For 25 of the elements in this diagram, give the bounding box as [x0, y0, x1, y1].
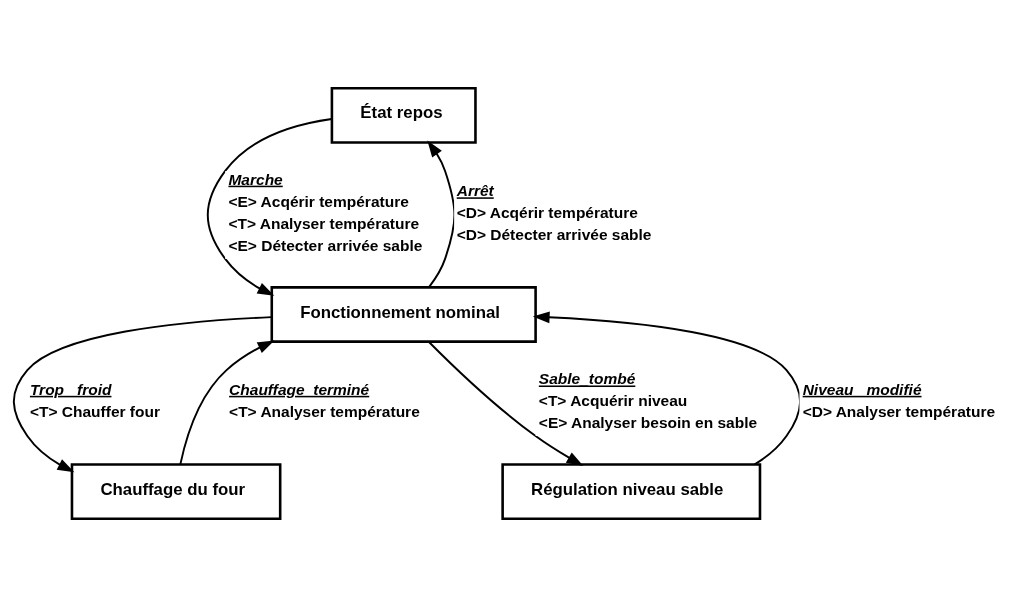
arrow: [12, 316, 273, 473]
edge-label: Niveau_ modifié: [802, 380, 922, 398]
node-box: Fonctionnement nominal: [270, 286, 537, 343]
edge-label: <T> Analyser température: [229, 402, 420, 420]
edge-label: <D> Acqérir température: [456, 204, 638, 222]
edge-label: <T> Chauffer four: [29, 402, 160, 420]
edge-label: Trop_ froid: [29, 380, 112, 398]
edge-label: <E> Analyser besoin en sable: [538, 414, 758, 432]
edge-label: <T> Analyser température: [228, 214, 420, 232]
arrow: [206, 118, 333, 296]
edge-label: <E> Détecter arrivée sable: [228, 236, 423, 254]
edge-label: Arrêt: [456, 182, 494, 200]
node-box: Chauffage du four: [70, 463, 282, 521]
edge-label: Marche: [228, 170, 283, 188]
edge-label: <D> Analyser température: [802, 402, 996, 420]
edge-label: <E> Acqérir température: [228, 192, 409, 210]
arrow: [428, 341, 584, 466]
node-box: Régulation niveau sable: [501, 463, 762, 521]
arrow: [427, 140, 456, 289]
node-box: État repos: [330, 86, 477, 144]
edge-label: <D> Détecter arrivée sable: [456, 226, 652, 244]
arrow: [179, 340, 275, 466]
edge-label: Chauffage_terminé: [229, 380, 370, 398]
edge-label: <T> Acquérir niveau: [538, 392, 688, 410]
edge-label: Sable_tombé: [538, 370, 636, 388]
